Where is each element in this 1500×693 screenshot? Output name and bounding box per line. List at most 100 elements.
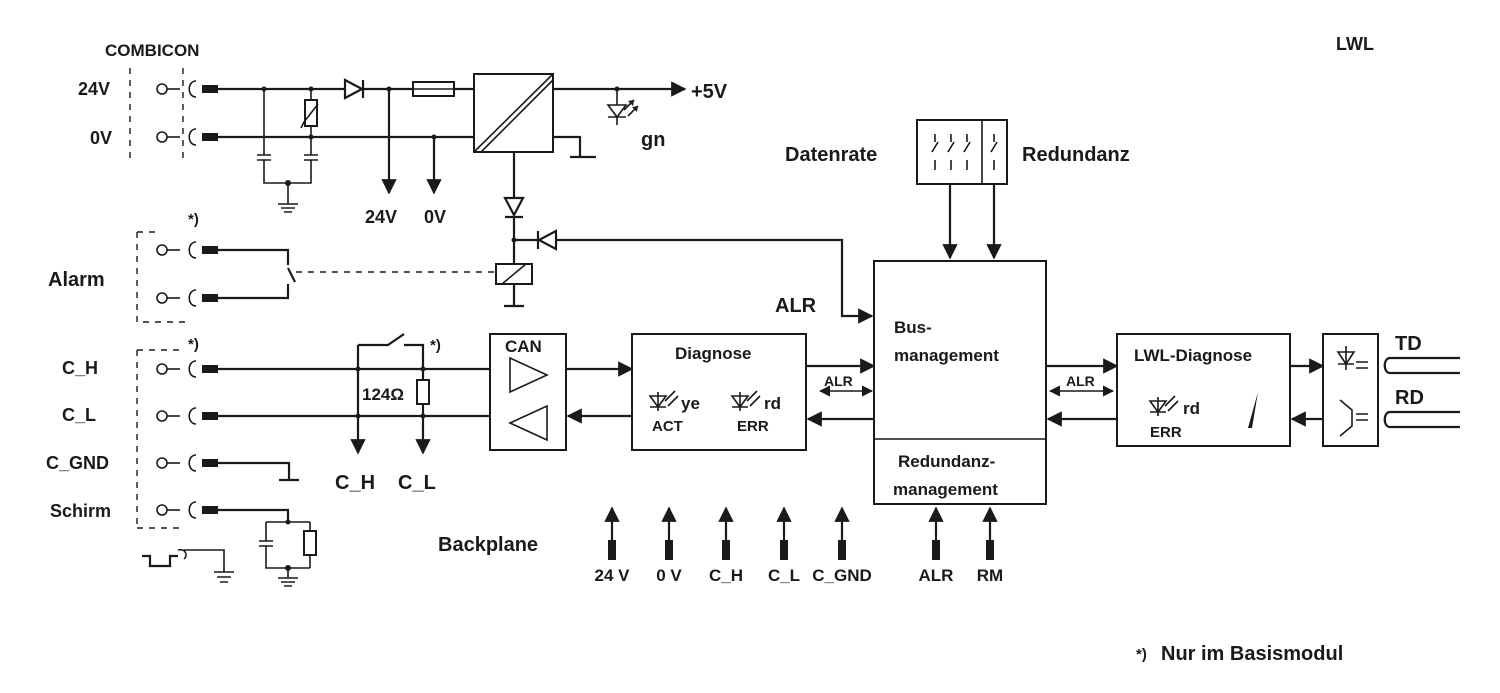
- terminal-label-schirm: Schirm: [50, 501, 111, 521]
- backplane-pin-label: 24 V: [595, 566, 631, 585]
- can-footnote-marker: *): [188, 336, 199, 353]
- err-led-icon: [730, 390, 761, 411]
- terminal-label-c-h: C_H: [62, 358, 98, 378]
- act-led-icon: [648, 390, 679, 411]
- terminal-pins: [156, 80, 218, 519]
- backplane-pin-label: ALR: [919, 566, 954, 585]
- backplane-pins: 24 V 0 V C_H C_L C_GND ALR RM: [595, 506, 1003, 585]
- err-led-color: rd: [764, 394, 781, 413]
- dc-dc-converter: [473, 73, 554, 153]
- din-rail-ground: [142, 548, 234, 583]
- redundanz-management-label-1: Redundanz-: [898, 452, 995, 471]
- terminal-label-24v: 24V: [78, 79, 110, 99]
- terminal-pin: [156, 241, 218, 259]
- backplane-pin-arrow: [834, 506, 850, 560]
- dip-to-busmgmt-arrows: [942, 184, 1002, 260]
- backplane-pin-label: C_GND: [812, 566, 872, 585]
- backplane-pin-label: RM: [977, 566, 1003, 585]
- can-bus-lines: [218, 345, 490, 455]
- combicon-label: COMBICON: [105, 41, 199, 60]
- rd-label: RD: [1395, 387, 1424, 409]
- terminal-pin: [156, 454, 218, 472]
- busmgmt-to-lwl-lines: [1046, 358, 1119, 427]
- err-led-label: ERR: [737, 418, 769, 435]
- terminal-pin: [156, 407, 218, 425]
- voltage-taps: [381, 89, 442, 195]
- backplane-pin-arrow: [718, 506, 734, 560]
- bus-management-label-2: management: [894, 346, 999, 365]
- diagnose-block: [631, 333, 807, 451]
- terminal-pin: [156, 501, 218, 519]
- terminal-label-c-gnd: C_GND: [46, 453, 109, 473]
- lwl-diagnose-label: LWL-Diagnose: [1134, 346, 1252, 365]
- bus-label-c-h: C_H: [335, 472, 375, 494]
- alarm-label: Alarm: [48, 269, 105, 291]
- fiber-rd: [1383, 410, 1460, 429]
- alr-input-label: ALR: [775, 295, 817, 317]
- fuse: [412, 81, 474, 97]
- alarm-connector-frame: [136, 231, 185, 323]
- act-led-color: ye: [681, 394, 700, 413]
- lwl-err-led-label: ERR: [1150, 424, 1182, 441]
- terminal-label-c-l: C_L: [62, 405, 96, 425]
- power-led-color-label: gn: [641, 129, 665, 151]
- can-to-diagnose-lines: [566, 361, 634, 424]
- redundancy-backplane-arrows: [928, 506, 998, 560]
- terminal-label-0v: 0V: [90, 128, 112, 148]
- resistor-value-label: 124Ω: [362, 385, 404, 404]
- backplane-pin-label: C_L: [768, 566, 800, 585]
- input-diode: [343, 78, 413, 100]
- c-gnd-line: [218, 461, 299, 482]
- power-input-circuit: [218, 86, 474, 213]
- backplane-pin-label: 0 V: [656, 566, 682, 585]
- bus-label-c-l: C_L: [398, 472, 436, 494]
- lwl-err-led-color: rd: [1183, 399, 1200, 418]
- optical-transceiver-block: [1322, 333, 1379, 447]
- shield-network: [218, 508, 317, 587]
- lwl-title: LWL: [1336, 34, 1374, 54]
- backplane-pin-arrow: [776, 506, 792, 560]
- relay-supply-diode: [503, 152, 538, 266]
- backplane-pin-label: C_H: [709, 566, 743, 585]
- backplane-label: Backplane: [438, 534, 538, 556]
- output-5v-line: [553, 81, 687, 159]
- tap-label-0v: 0V: [424, 207, 446, 227]
- terminal-pin: [156, 360, 218, 378]
- redundanz-label: Redundanz: [1022, 144, 1130, 166]
- lwl-to-optics-lines: [1290, 358, 1325, 427]
- backplane-pin-arrow: [604, 506, 620, 560]
- plus-5v-label: +5V: [691, 81, 728, 103]
- can-connector-frame: [136, 349, 185, 529]
- diagnose-to-busmgmt-lines: [806, 358, 876, 427]
- lwl-err-led-icon: [1148, 395, 1179, 416]
- footnote-text: Nur im Basismodul: [1161, 643, 1343, 665]
- tap-label-24v: 24V: [365, 207, 397, 227]
- power-led-icon: [606, 89, 639, 125]
- terminal-pin: [156, 289, 218, 307]
- alr-link-label-right: ALR: [1066, 373, 1095, 389]
- act-led-label: ACT: [652, 418, 683, 435]
- combicon-connector-frame-1: [129, 68, 184, 160]
- alarm-footnote-marker: *): [188, 211, 199, 228]
- fiber-td: [1383, 356, 1460, 375]
- dip-switch-block: [916, 119, 1008, 185]
- alarm-relay-contact: [218, 248, 496, 300]
- alr-link-label-left: ALR: [824, 373, 853, 389]
- can-label: CAN: [505, 337, 542, 356]
- alarm-relay-coil: [495, 263, 533, 308]
- bus-management-label-1: Bus-: [894, 318, 932, 337]
- terminal-pin: [156, 80, 218, 98]
- redundanz-management-label-2: management: [893, 480, 998, 499]
- lwl-diagnose-block: [1116, 333, 1291, 447]
- diagnose-label: Diagnose: [675, 344, 752, 363]
- termination-resistor: [416, 379, 430, 405]
- td-label: TD: [1395, 333, 1422, 355]
- switch-footnote-marker: *): [430, 337, 441, 354]
- footnote-marker: *): [1136, 646, 1147, 663]
- can-transceiver-block: [489, 333, 567, 451]
- alr-feedback-diode: [536, 229, 874, 324]
- datenrate-label: Datenrate: [785, 144, 877, 166]
- terminal-pin: [156, 128, 218, 146]
- termination-switch: [358, 333, 425, 369]
